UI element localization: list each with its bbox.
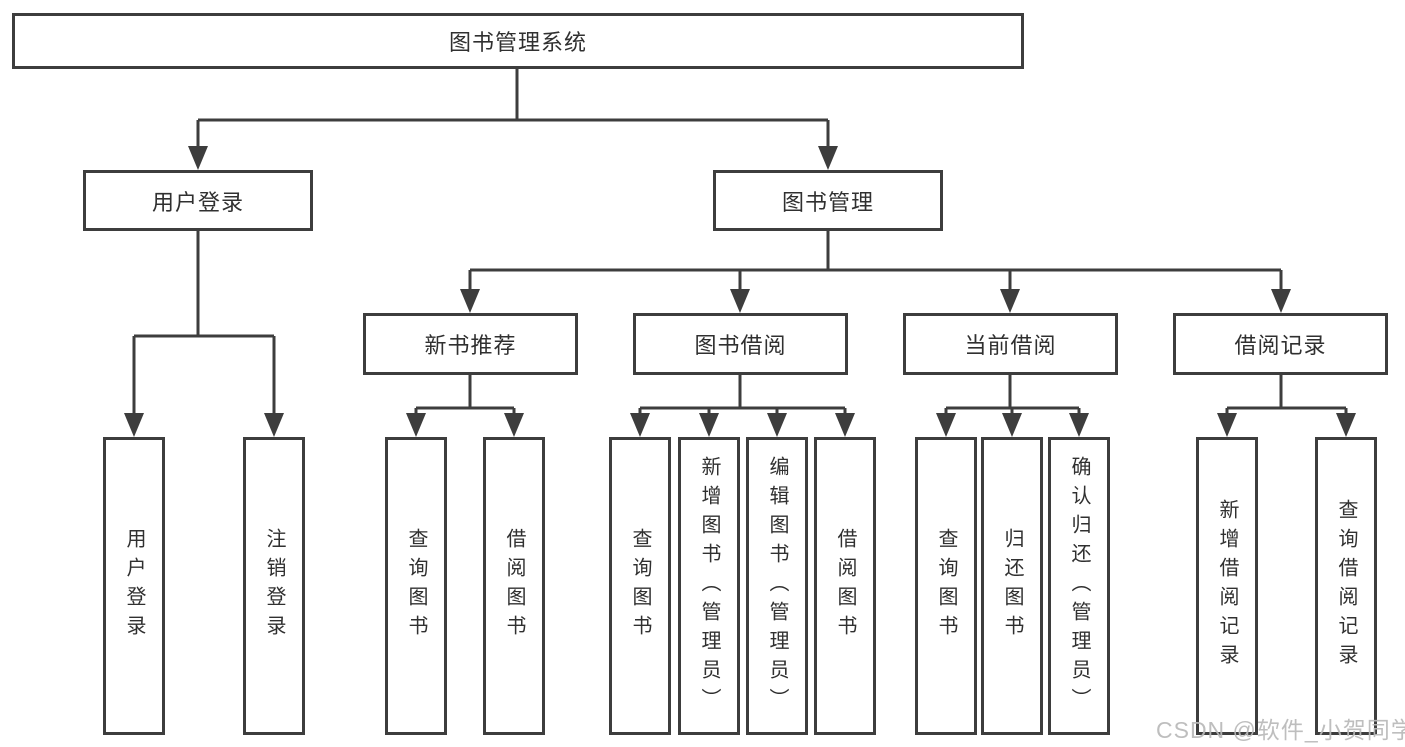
leaf-borrow-books: 借阅图书 — [814, 437, 876, 735]
node-root: 图书管理系统 — [12, 13, 1024, 69]
leaf-query-books-recommend: 查询图书 — [385, 437, 447, 735]
node-root-label: 图书管理系统 — [448, 30, 587, 55]
leaf-return-books: 归还图书 — [981, 437, 1043, 735]
leaf-add-books-admin-label: 新增图书（管理员） — [698, 455, 720, 717]
connector-new-book-to-leaves — [406, 375, 524, 437]
leaf-query-books-borrow-label: 查询图书 — [629, 528, 651, 644]
leaf-user-login: 用户登录 — [103, 437, 165, 735]
node-new-book-recommend: 新书推荐 — [363, 313, 578, 375]
node-current-borrow-label: 当前借阅 — [964, 333, 1057, 358]
leaf-query-books-borrow: 查询图书 — [609, 437, 671, 735]
leaf-query-books-recommend-label: 查询图书 — [405, 528, 427, 644]
leaf-logout: 注销登录 — [243, 437, 305, 735]
leaf-query-books-current-label: 查询图书 — [935, 528, 957, 644]
connector-book-borrow-to-leaves — [630, 375, 855, 437]
node-user-login: 用户登录 — [83, 170, 313, 231]
node-new-book-recommend-label: 新书推荐 — [424, 333, 517, 358]
node-book-management-label: 图书管理 — [781, 189, 874, 215]
leaf-confirm-return-admin: 确认归还（管理员） — [1048, 437, 1110, 735]
leaf-query-borrow-record-label: 查询借阅记录 — [1335, 499, 1357, 673]
node-book-borrow: 图书借阅 — [633, 313, 848, 375]
node-borrow-record: 借阅记录 — [1173, 313, 1388, 375]
leaf-return-books-label: 归还图书 — [1001, 528, 1023, 644]
leaf-edit-books-admin-label: 编辑图书（管理员） — [766, 455, 788, 717]
leaf-user-login-label: 用户登录 — [123, 528, 145, 644]
leaf-add-borrow-record: 新增借阅记录 — [1196, 437, 1258, 735]
connector-root-to-level2 — [188, 69, 838, 170]
node-book-borrow-label: 图书借阅 — [694, 333, 787, 358]
csdn-watermark: CSDN @软件_小贺同学 — [1156, 717, 1405, 743]
leaf-query-borrow-record: 查询借阅记录 — [1315, 437, 1377, 735]
leaf-edit-books-admin: 编辑图书（管理员） — [746, 437, 808, 735]
connector-user-login-to-leaves — [124, 231, 284, 437]
leaf-add-books-admin: 新增图书（管理员） — [678, 437, 740, 735]
node-user-login-label: 用户登录 — [151, 189, 244, 215]
leaf-confirm-return-admin-label: 确认归还（管理员） — [1068, 455, 1090, 717]
leaf-borrow-books-label: 借阅图书 — [834, 528, 856, 644]
connector-borrow-record-to-leaves — [1217, 375, 1356, 437]
leaf-logout-label: 注销登录 — [263, 528, 285, 644]
connector-book-management-to-level3 — [460, 231, 1291, 313]
leaf-borrow-books-recommend-label: 借阅图书 — [503, 528, 525, 644]
leaf-borrow-books-recommend: 借阅图书 — [483, 437, 545, 735]
node-borrow-record-label: 借阅记录 — [1234, 333, 1327, 358]
leaf-add-borrow-record-label: 新增借阅记录 — [1216, 499, 1238, 673]
connector-current-borrow-to-leaves — [936, 375, 1089, 437]
node-book-management: 图书管理 — [713, 170, 943, 231]
leaf-query-books-current: 查询图书 — [915, 437, 977, 735]
node-current-borrow: 当前借阅 — [903, 313, 1118, 375]
